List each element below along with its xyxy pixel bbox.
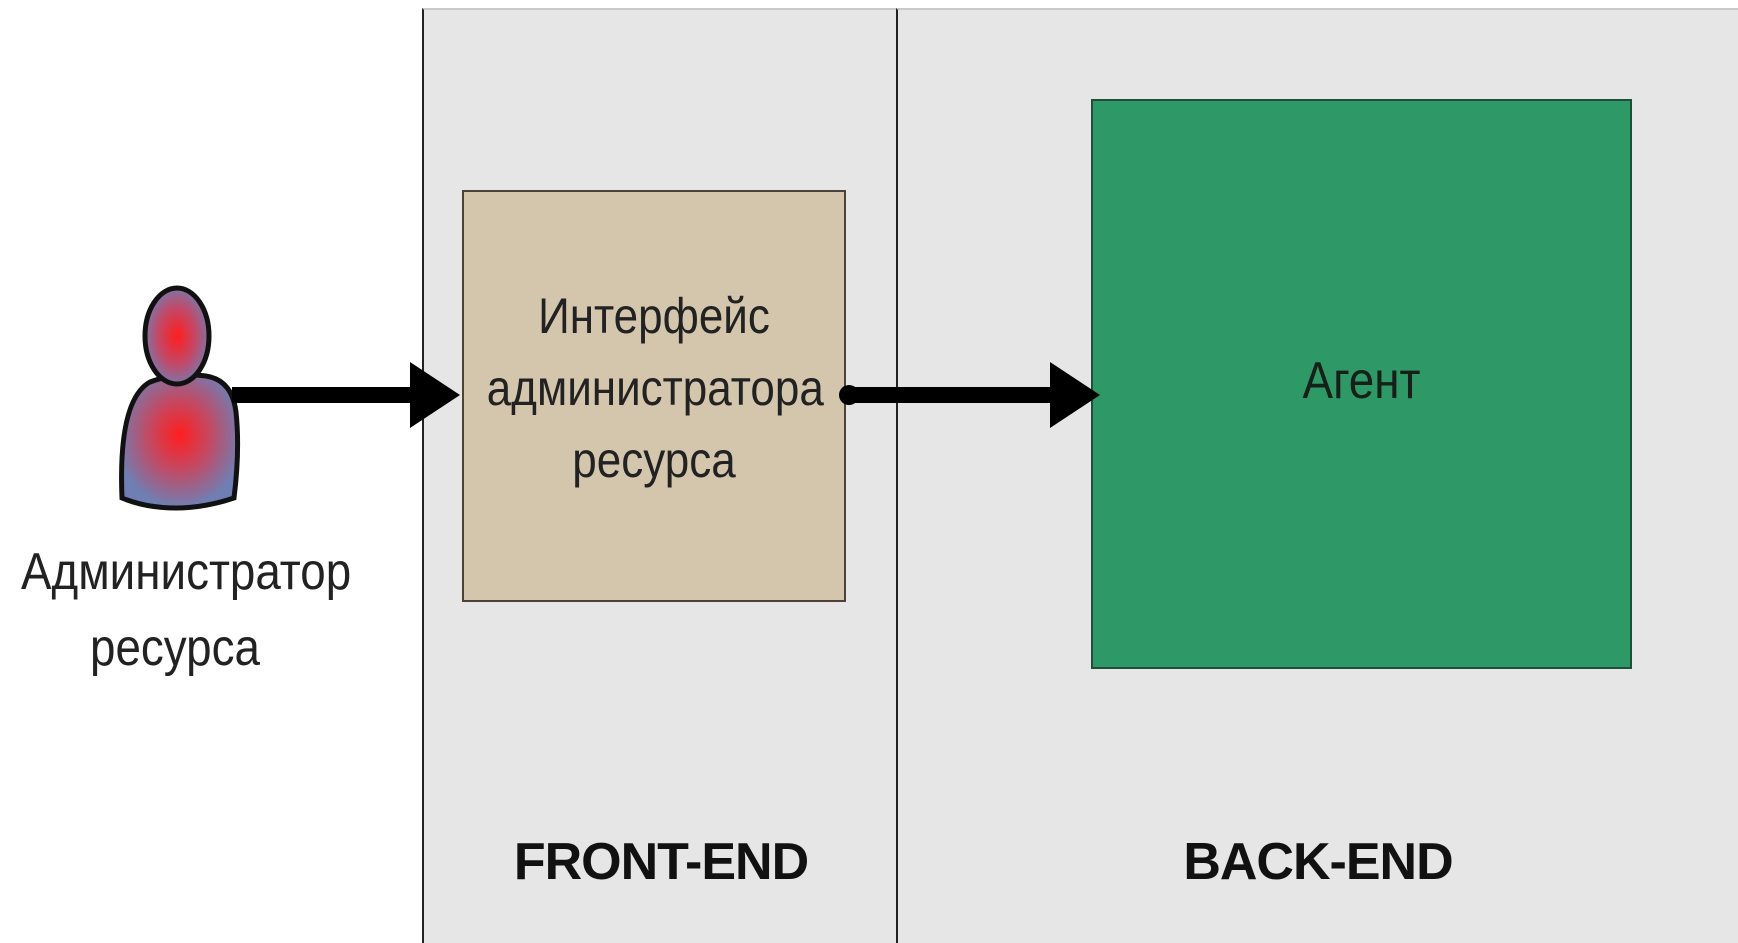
admin-interface-label-line1: Интерфейс bbox=[538, 288, 770, 344]
admin-interface-label: Интерфейс администратора ресурса bbox=[486, 280, 824, 496]
agent-box: Агент bbox=[1091, 99, 1632, 669]
agent-label: Агент bbox=[1302, 352, 1421, 410]
arrow-actor-to-interface bbox=[232, 362, 460, 428]
admin-interface-label-line3: ресурса bbox=[572, 432, 736, 488]
admin-interface-box: Интерфейс администратора ресурса bbox=[462, 190, 846, 602]
arrow-interface-to-agent bbox=[839, 362, 1100, 428]
actor-label-line1: Администратор bbox=[21, 543, 352, 601]
user-icon bbox=[119, 285, 241, 511]
actor-label: Администратор ресурса bbox=[21, 534, 352, 686]
back-end-label: BACK-END bbox=[1183, 833, 1453, 891]
actor-label-line2: ресурса bbox=[90, 619, 260, 677]
admin-interface-label-line2: администратора bbox=[486, 360, 824, 416]
front-end-label: FRONT-END bbox=[513, 833, 809, 891]
